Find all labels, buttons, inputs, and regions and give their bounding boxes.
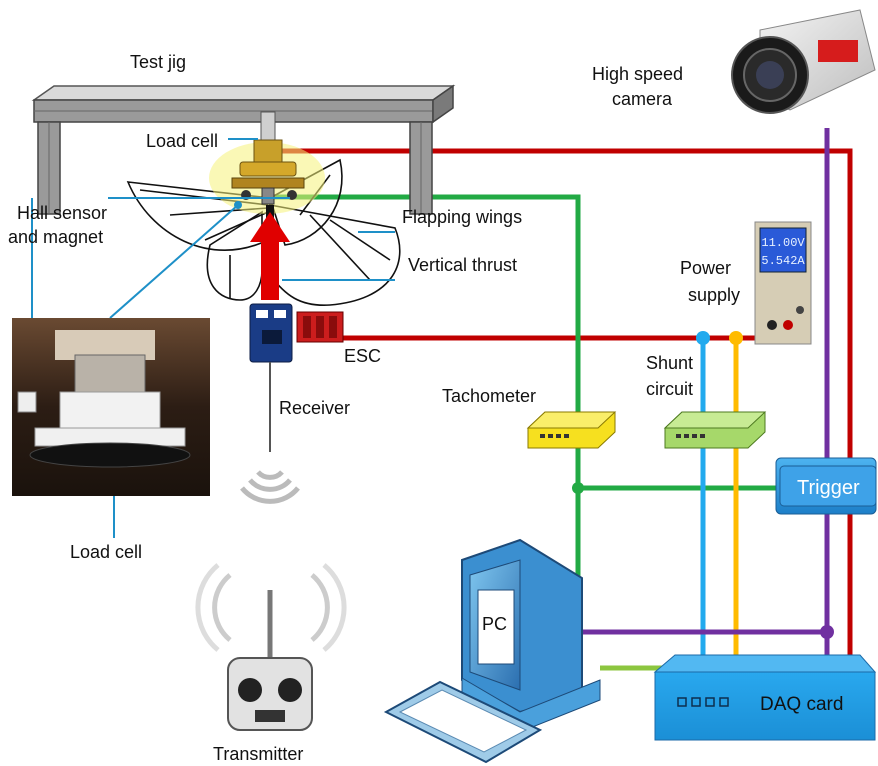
daq-card-icon xyxy=(653,654,877,741)
transmitter-icon xyxy=(195,563,347,731)
label-high-speed-camera-2: camera xyxy=(612,89,673,109)
vertical-thrust-arrow xyxy=(250,212,290,300)
label-load-cell-bottom: Load cell xyxy=(70,542,142,562)
label-transmitter: Transmitter xyxy=(213,744,303,764)
shunt-circuit-icon xyxy=(663,411,767,449)
label-hall-sensor-2: and magnet xyxy=(8,227,103,247)
tachometer-icon xyxy=(526,411,617,449)
trigger-icon xyxy=(775,457,877,515)
load-cell-photo xyxy=(12,318,210,496)
label-shunt-circuit-2: circuit xyxy=(646,379,693,399)
label-test-jig: Test jig xyxy=(130,52,186,72)
label-pc: PC xyxy=(482,614,507,634)
label-high-speed-camera-1: High speed xyxy=(592,64,683,84)
wifi-signal-icon xyxy=(240,470,300,504)
pc-icon xyxy=(461,538,601,733)
label-flapping-wings: Flapping wings xyxy=(402,207,522,227)
power-display-line2: 5.542A xyxy=(761,254,805,268)
label-vertical-thrust: Vertical thrust xyxy=(408,255,517,275)
junction-dot xyxy=(820,625,834,639)
camera-icon xyxy=(718,0,876,128)
label-power-supply-2: supply xyxy=(688,285,740,305)
callout-dot xyxy=(234,201,242,209)
label-tachometer: Tachometer xyxy=(442,386,536,406)
label-trigger: Trigger xyxy=(797,477,860,499)
red-wire-loadcell xyxy=(270,148,853,702)
label-shunt-circuit-1: Shunt xyxy=(646,353,693,373)
label-hall-sensor-1: Hall sensor xyxy=(17,203,107,223)
label-daq-card: DAQ card xyxy=(760,694,843,715)
junction-dot xyxy=(572,482,584,494)
label-receiver: Receiver xyxy=(279,398,350,418)
junction-dot xyxy=(729,331,743,345)
label-load-cell-top: Load cell xyxy=(146,131,218,151)
receiver-icon xyxy=(249,303,293,452)
wires xyxy=(270,120,853,702)
keyboard-icon xyxy=(383,680,543,764)
power-display-line1: 11.00V xyxy=(761,236,805,250)
label-esc: ESC xyxy=(344,346,381,366)
esc-icon xyxy=(296,311,344,343)
junction-dot xyxy=(696,331,710,345)
test-jig xyxy=(31,84,456,215)
green-wire-hall xyxy=(270,194,581,578)
text-labels: Test jig High speed camera Load cell Hal… xyxy=(8,52,860,764)
label-power-supply-1: Power xyxy=(680,258,731,278)
power-supply-icon: 11.00V 5.542A xyxy=(754,221,812,345)
